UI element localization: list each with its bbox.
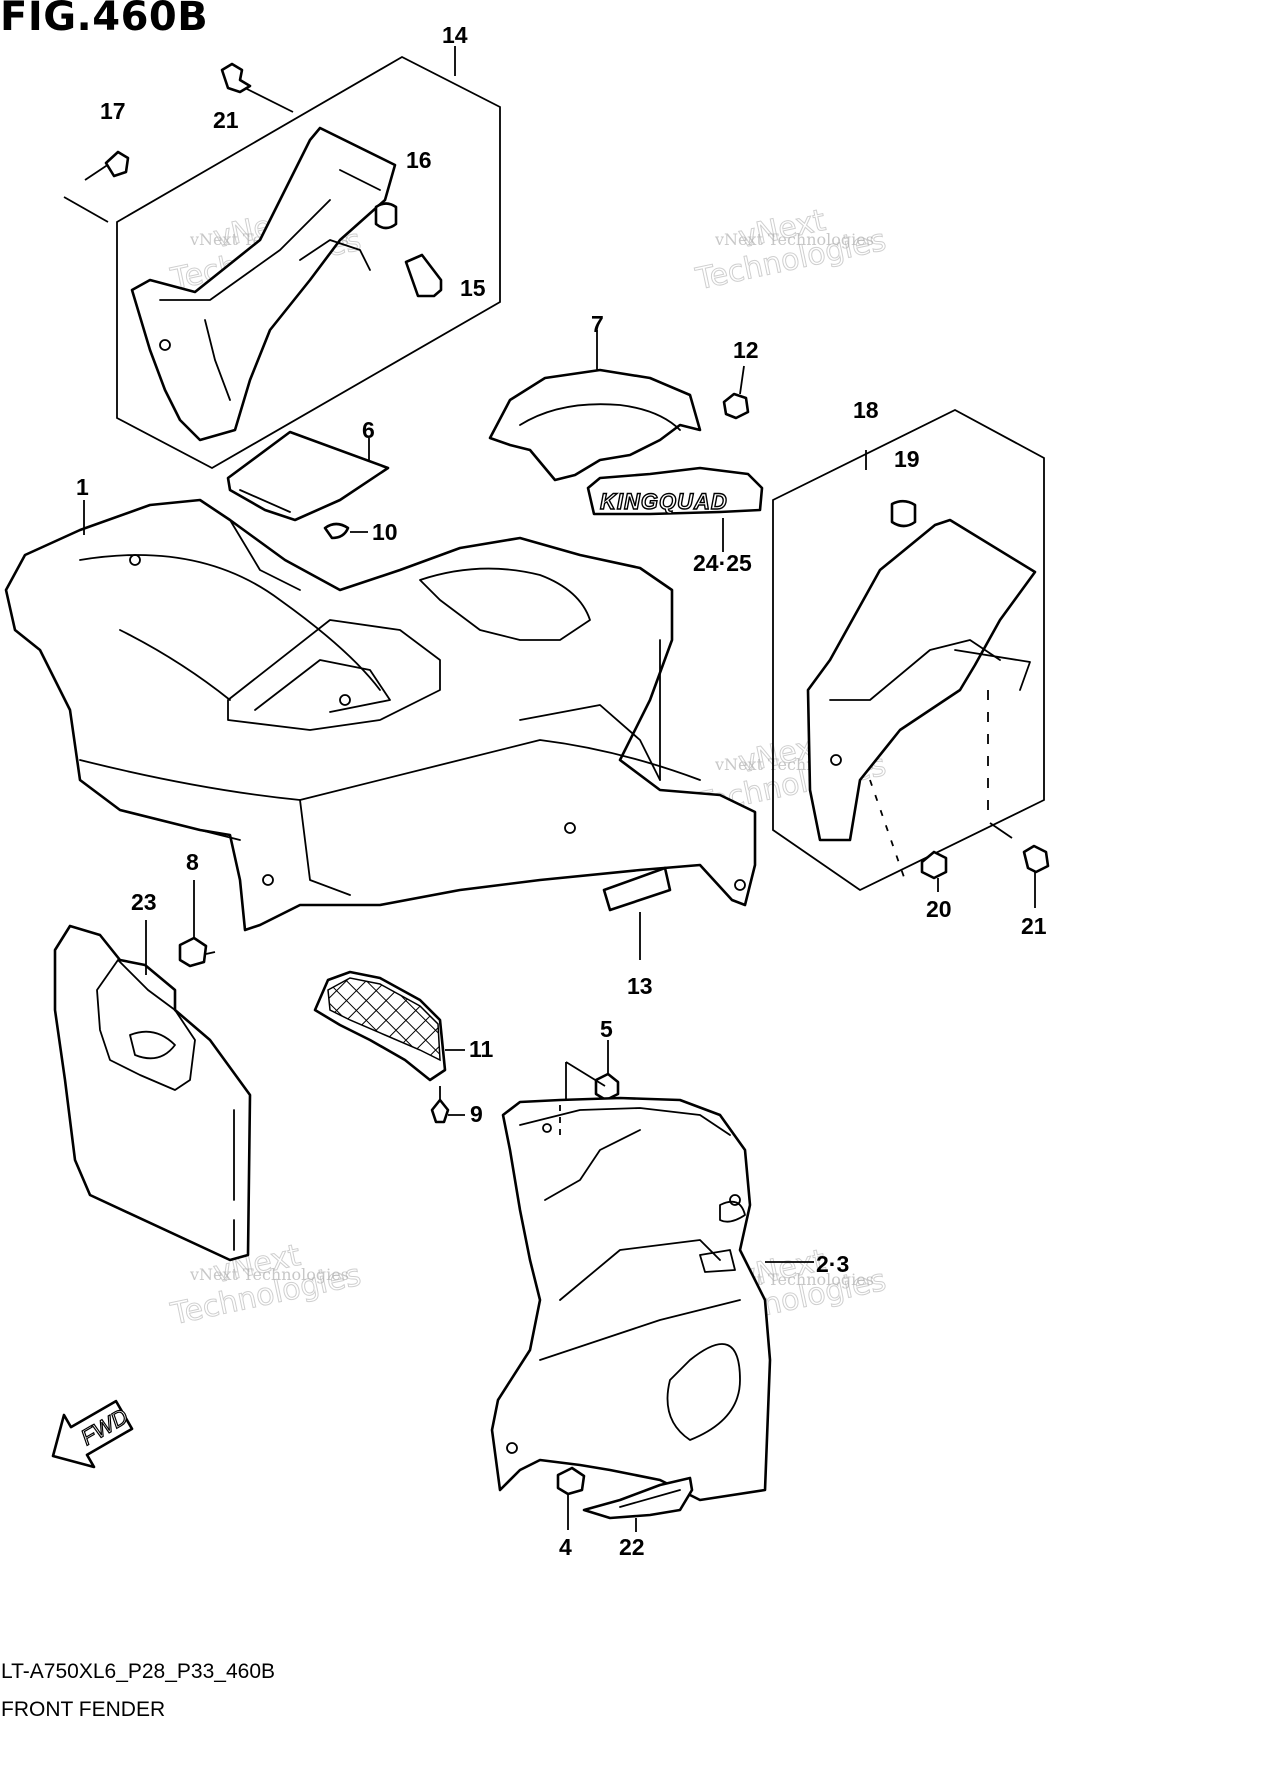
part-label: 12 xyxy=(733,337,759,363)
part-label: 2·3 xyxy=(816,1251,849,1277)
part-label: 21 xyxy=(213,107,239,133)
part-label: 15 xyxy=(460,275,486,301)
part-label: 11 xyxy=(469,1036,494,1062)
part-label: 1 xyxy=(76,474,89,500)
part-8-bolt xyxy=(178,880,216,968)
fwd-direction-arrow: FWD xyxy=(51,1399,134,1469)
watermark: vNext Technologies Technologies vNext xyxy=(167,1237,365,1332)
part-label: 18 xyxy=(853,397,879,423)
part-4-bolt xyxy=(556,1466,586,1530)
part-label: 19 xyxy=(894,446,920,472)
part-16-grommet xyxy=(374,202,398,230)
part-label: 9 xyxy=(470,1101,483,1127)
part-label: 6 xyxy=(362,417,375,443)
part-2-3-mud-guard xyxy=(490,1061,814,1502)
part-20-clip xyxy=(920,850,948,892)
part-21b-clip xyxy=(1022,844,1050,908)
part-12-clip xyxy=(722,365,750,420)
part-9-screw xyxy=(430,1086,465,1124)
part-label: 22 xyxy=(619,1534,645,1560)
part-label: 7 xyxy=(591,311,604,337)
part-6-panel xyxy=(226,430,390,522)
part-11-grille xyxy=(313,970,465,1082)
decal-text: KINGQUAD xyxy=(600,489,728,514)
leader-line xyxy=(244,87,294,113)
part-19-grommet xyxy=(890,499,917,528)
part-label: 20 xyxy=(926,896,952,922)
part-7-center-cover xyxy=(488,330,702,482)
figure-title: FIG.460B xyxy=(0,0,209,40)
part-21-clip xyxy=(220,62,252,94)
part-label: 16 xyxy=(406,147,432,173)
part-13-strip xyxy=(602,866,672,960)
part-label: 10 xyxy=(372,519,398,545)
watermark: vNext Technologies Technologies vNext xyxy=(692,202,890,297)
part-label: 5 xyxy=(600,1016,613,1042)
watermark-text: vNext Technologies xyxy=(189,1265,349,1284)
part-22-flap xyxy=(582,1476,694,1532)
part-label: 4 xyxy=(559,1534,572,1560)
part-label: 17 xyxy=(100,98,126,124)
part-23-guard-plate xyxy=(53,920,252,1262)
part-label: 21 xyxy=(1021,913,1047,939)
part-1-front-fender xyxy=(4,498,757,932)
part-label: 14 xyxy=(442,22,468,48)
figure-code: LT-A750XL6_P28_P33_460B xyxy=(1,1660,276,1683)
part-18-side-cover xyxy=(806,518,1037,881)
part-15-pad xyxy=(404,253,443,298)
part-labels: 14 21 17 16 15 7 12 18 19 6 1 10 24·25 8… xyxy=(76,22,1047,1560)
leader-line xyxy=(63,196,109,223)
part-17-clip xyxy=(104,150,130,178)
part-24-25-decal: KINGQUAD xyxy=(586,466,764,552)
watermark-text: vNext Technologies xyxy=(714,230,874,249)
group-box-14 xyxy=(116,55,501,470)
part-10-grommet xyxy=(323,522,368,540)
part-label: 8 xyxy=(186,849,199,875)
part-label: 23 xyxy=(131,889,157,915)
part-5-clip xyxy=(594,1040,620,1102)
part-14-side-cover xyxy=(130,126,397,442)
part-label: 13 xyxy=(627,973,653,999)
part-label: 24·25 xyxy=(693,550,752,576)
figure-name: FRONT FENDER xyxy=(1,1698,166,1721)
group-box-18 xyxy=(772,408,1045,892)
